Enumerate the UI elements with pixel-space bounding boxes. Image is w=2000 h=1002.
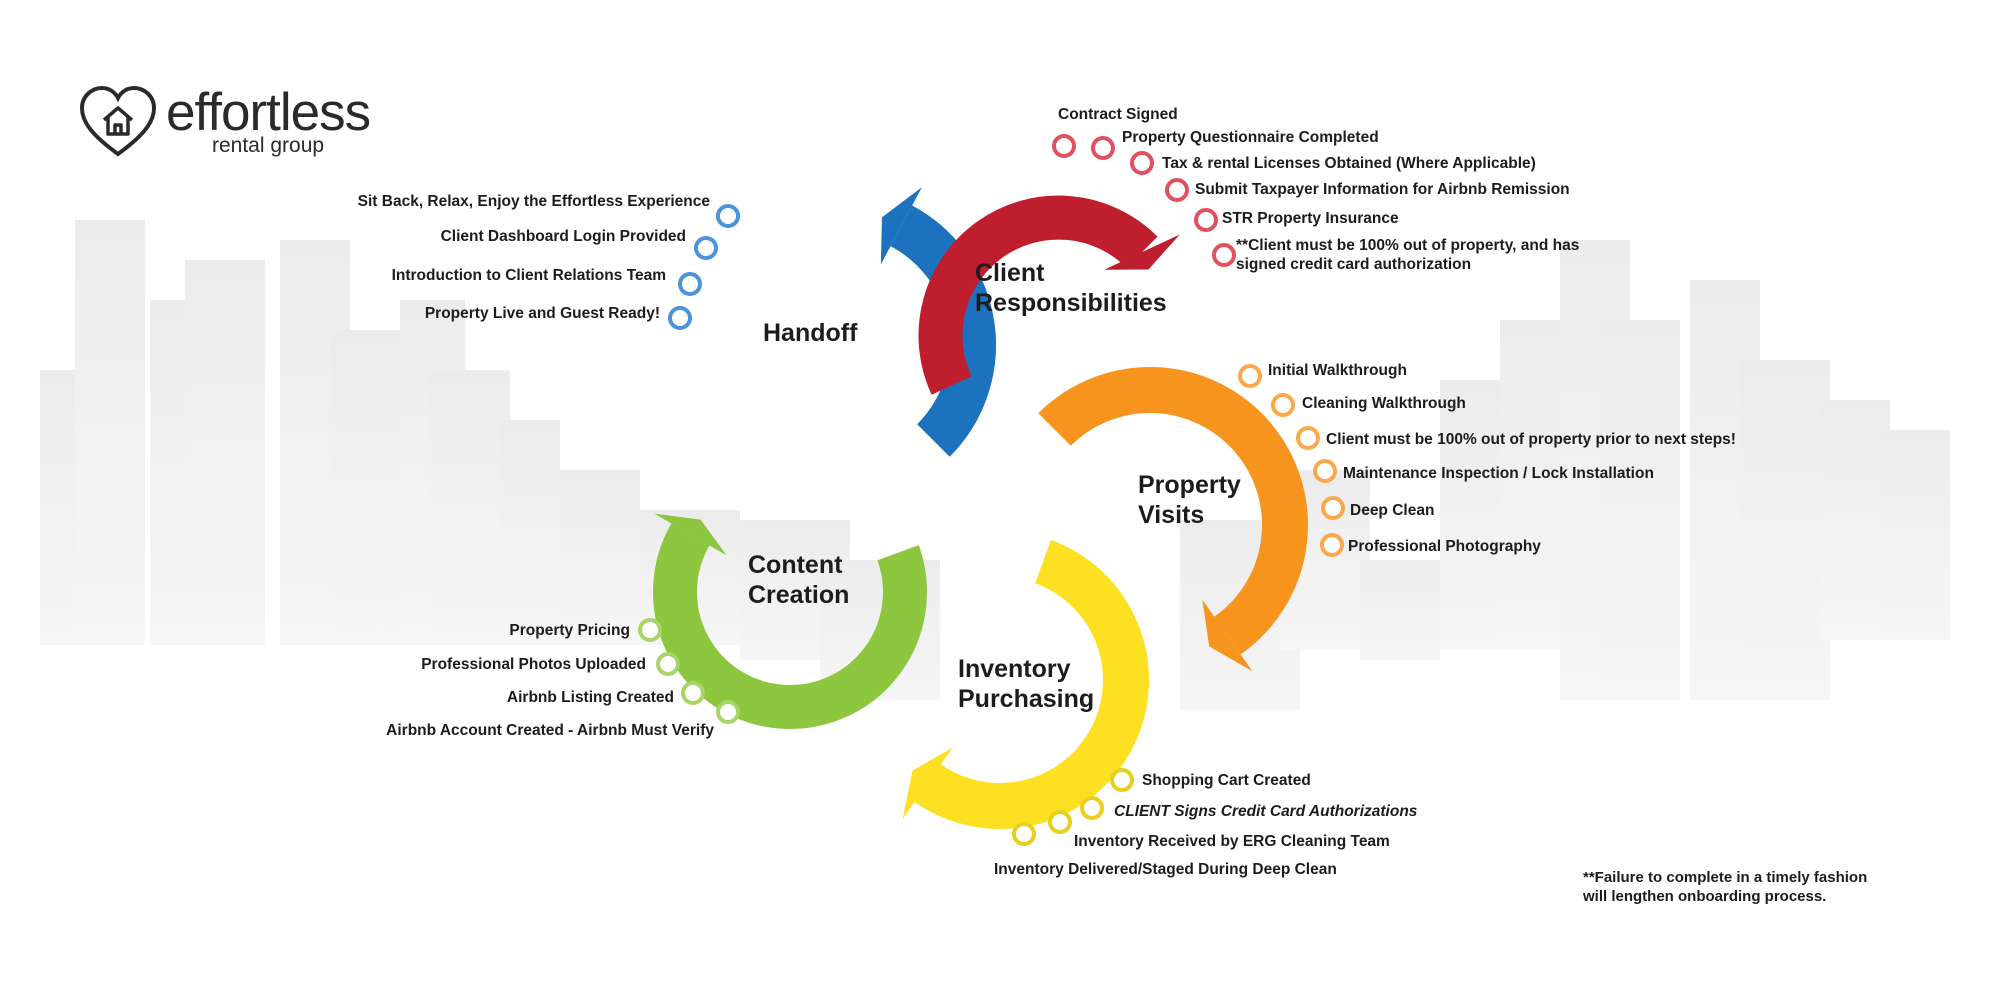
client-step-marker-1 (1052, 134, 1076, 158)
content-creation-arc (653, 523, 927, 729)
inventory-step-marker-4 (1012, 822, 1036, 846)
brand-subtitle: rental group (212, 134, 325, 157)
phase-inventory-line-1: Inventory (958, 655, 1071, 683)
content-step-marker-2 (656, 652, 680, 676)
client-step-marker-4 (1165, 178, 1189, 202)
client-step-marker-2 (1091, 136, 1115, 160)
step-client-5: STR Property Insurance (1222, 210, 1399, 227)
step-inventory-4: Inventory Delivered/Staged During Deep C… (994, 861, 1337, 878)
step-content-4: Airbnb Account Created - Airbnb Must Ver… (386, 722, 714, 739)
step-content-3: Airbnb Listing Created (506, 689, 674, 706)
handoff-step-marker-4 (668, 306, 692, 330)
visits-step-marker-3 (1296, 426, 1320, 450)
content-creation-arrowhead (654, 513, 727, 556)
handoff-step-marker-1 (716, 204, 740, 228)
property-visits-arc (1038, 367, 1308, 655)
visits-step-marker-6 (1320, 533, 1344, 557)
phase-visits-line-2: Visits (1138, 501, 1205, 529)
visits-step-marker-1 (1238, 364, 1262, 388)
step-visits-2: Cleaning Walkthrough (1302, 395, 1466, 412)
step-handoff-4: Property Live and Guest Ready! (424, 305, 660, 322)
client-step-marker-3 (1130, 151, 1154, 175)
step-handoff-3: Introduction to Client Relations Team (391, 267, 666, 284)
content-step-marker-4 (716, 700, 740, 724)
phase-client-title: Client Responsibilities (975, 258, 1167, 318)
handoff-step-marker-3 (678, 272, 702, 296)
step-visits-6: Professional Photography (1348, 538, 1541, 555)
handoff-step-marker-2 (694, 236, 718, 260)
step-visits-4: Maintenance Inspection / Lock Installati… (1343, 465, 1654, 482)
phase-visits-title: Property Visits (1138, 470, 1241, 530)
handoff-arc (890, 205, 996, 457)
inventory-step-marker-2 (1080, 796, 1104, 820)
step-client-4: Submit Taxpayer Information for Airbnb R… (1195, 181, 1570, 198)
step-handoff-1: Sit Back, Relax, Enjoy the Effortless Ex… (357, 193, 710, 210)
client-responsibilities-arrowhead (1104, 234, 1180, 270)
step-visits-3: Client must be 100% out of property prio… (1326, 431, 1736, 448)
visits-step-marker-2 (1271, 393, 1295, 417)
step-visits-1: Initial Walkthrough (1268, 362, 1407, 379)
step-inventory-3: Inventory Received by ERG Cleaning Team (1074, 833, 1390, 850)
inventory-step-marker-1 (1110, 768, 1134, 792)
phase-content-title: Content Creation (748, 550, 849, 610)
phase-visits-line-1: Property (1138, 471, 1241, 499)
inventory-purchasing-arc (914, 539, 1149, 829)
visits-step-marker-5 (1321, 496, 1345, 520)
step-visits-5: Deep Clean (1350, 502, 1435, 519)
content-step-marker-3 (681, 681, 705, 705)
phase-inventory-title: Inventory Purchasing (958, 654, 1094, 714)
property-visits-arrowhead (1202, 599, 1253, 672)
step-client-1: Contract Signed (1058, 106, 1178, 123)
brand-logo: effortless rental group (78, 82, 398, 172)
footnote-line-1: **Failure to complete in a timely fashio… (1583, 869, 1868, 886)
phase-inventory-line-2: Purchasing (958, 685, 1095, 713)
phase-handoff-title: Handoff (763, 319, 858, 347)
brand-name: effortless (166, 83, 371, 142)
step-client-6b: signed credit card authorization (1236, 256, 1472, 273)
heart-house-icon (79, 85, 157, 157)
step-content-2: Professional Photos Uploaded (421, 656, 646, 673)
phase-content-line-2: Creation (748, 581, 850, 609)
step-client-2: Property Questionnaire Completed (1122, 129, 1379, 146)
inventory-step-marker-3 (1048, 810, 1072, 834)
content-step-marker-1 (638, 618, 662, 642)
phase-client-line-1: Client (975, 259, 1045, 287)
client-responsibilities-arc (918, 195, 1158, 395)
phase-client-line-2: Responsibilities (975, 289, 1167, 317)
phase-content-line-1: Content (748, 551, 843, 579)
step-inventory-2: CLIENT Signs Credit Card Authorizations (1114, 803, 1418, 820)
handoff-arrowhead (880, 187, 922, 265)
client-step-marker-5 (1194, 208, 1218, 232)
inventory-purchasing-arrowhead (902, 747, 953, 820)
step-handoff-2: Client Dashboard Login Provided (440, 228, 686, 245)
step-content-1: Property Pricing (509, 622, 630, 639)
visits-step-marker-4 (1313, 459, 1337, 483)
step-client-3: Tax & rental Licenses Obtained (Where Ap… (1162, 155, 1536, 172)
footnote-line-2: will lengthen onboarding process. (1583, 888, 1827, 905)
client-step-marker-6 (1212, 243, 1236, 267)
footnote: **Failure to complete in a timely fashio… (1583, 868, 1913, 906)
step-client-6a: **Client must be 100% out of property, a… (1236, 237, 1580, 254)
step-inventory-1: Shopping Cart Created (1142, 772, 1311, 789)
